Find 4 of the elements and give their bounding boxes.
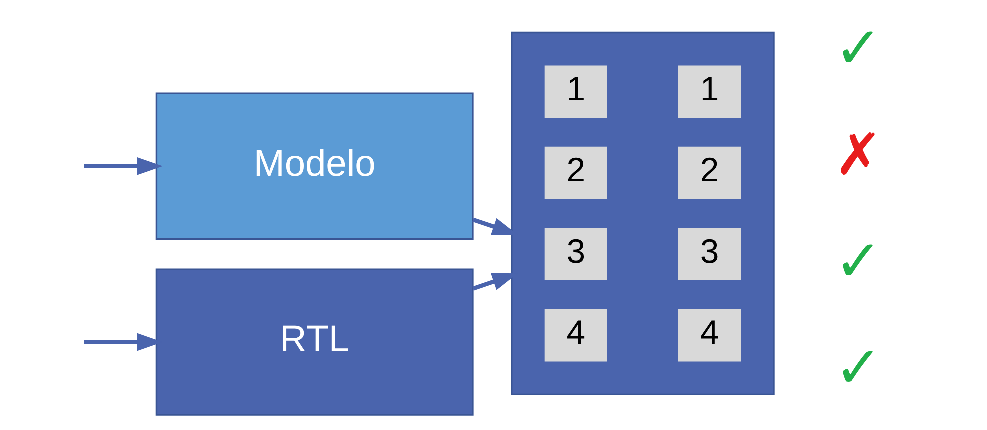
label: ✓ <box>834 228 883 295</box>
label: ✗ <box>834 121 883 188</box>
label: ✓ <box>834 14 883 82</box>
label: ✓ <box>834 334 883 402</box>
